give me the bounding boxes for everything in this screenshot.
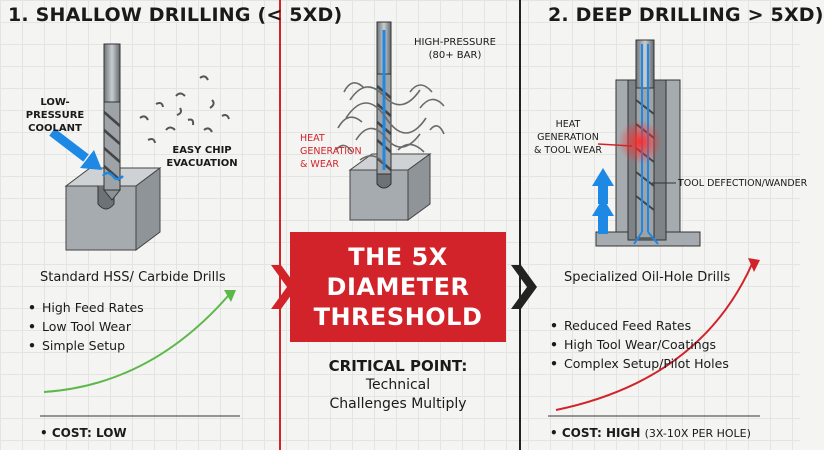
threshold-line-2: DIAMETER	[326, 273, 470, 301]
coolant-label: LOW-PRESSURE COOLANT	[14, 96, 96, 135]
left-drill-type: Standard HSS/ Carbide Drills	[40, 270, 226, 285]
threshold-line-3: THRESHOLD	[313, 303, 483, 331]
chip-evacuation-label: EASY CHIP EVACUATION	[160, 144, 244, 170]
center-heat-line-1: HEAT GENERATION	[300, 133, 362, 157]
right-heat-line-2: & TOOL WEAR	[534, 145, 602, 156]
chip-label-line-2: EVACUATION	[166, 158, 238, 169]
left-chips	[139, 75, 230, 144]
left-bullet-list: High Feed Rates Low Tool Wear Simple Set…	[28, 298, 144, 355]
right-heat-label: HEAT GENERATION & TOOL WEAR	[526, 118, 610, 157]
list-item: Low Tool Wear	[28, 317, 144, 336]
list-item: Simple Setup	[28, 336, 144, 355]
right-heat-pointer	[597, 143, 633, 147]
divider-right-chevron	[511, 265, 537, 309]
pressure-label: HIGH-PRESSURE (80+ BAR)	[408, 36, 502, 62]
list-item: Complex Setup/Pilot Holes	[550, 354, 729, 373]
threshold-banner: THE 5X DIAMETER THRESHOLD	[290, 232, 506, 342]
list-item: High Feed Rates	[28, 298, 144, 317]
left-coolant-arrow	[49, 128, 124, 181]
right-cost: • COST: HIGH (3X-10X PER HOLE)	[550, 426, 751, 440]
coolant-label-line-1: LOW-PRESSURE	[25, 97, 85, 121]
left-cost-text: COST: LOW	[51, 426, 127, 440]
right-cost-extra: (3X-10X PER HOLE)	[644, 427, 751, 440]
right-bullet-list: Reduced Feed Rates High Tool Wear/Coatin…	[550, 316, 729, 373]
right-heat-line-1: HEAT GENERATION	[537, 119, 599, 143]
center-chip-tangle	[335, 82, 445, 165]
center-heat-label: HEAT GENERATION & WEAR	[300, 132, 380, 171]
left-cost: • COST: LOW	[40, 426, 127, 440]
right-drill-type: Specialized Oil-Hole Drills	[564, 270, 731, 285]
threshold-line-1: THE 5X	[348, 243, 448, 271]
pressure-label-line-2: (80+ BAR)	[428, 50, 482, 61]
list-item: High Tool Wear/Coatings	[550, 335, 729, 354]
illustrations	[40, 0, 760, 450]
right-panel-title: 2. DEEP DRILLING > 5XD)	[548, 4, 824, 26]
coolant-label-line-2: COOLANT	[28, 123, 82, 134]
left-drill	[102, 43, 122, 201]
right-cost-text: COST: HIGH	[561, 426, 641, 440]
pressure-label-line-1: HIGH-PRESSURE	[414, 37, 496, 48]
left-panel-title: 1. SHALLOW DRILLING (< 5XD)	[8, 4, 343, 26]
right-heat-glow	[618, 120, 662, 164]
right-coolant-up-arrows	[592, 168, 614, 234]
deflection-label: TOOL DEFECTION/WANDER	[678, 178, 808, 189]
chip-label-line-1: EASY CHIP	[172, 145, 232, 156]
list-item: Reduced Feed Rates	[550, 316, 729, 335]
critical-point-title: CRITICAL POINT:	[328, 357, 468, 375]
critical-point-line-2: Challenges Multiply	[329, 396, 467, 412]
critical-point-block: CRITICAL POINT: Technical Challenges Mul…	[290, 356, 506, 414]
center-heat-line-2: & WEAR	[300, 159, 339, 170]
critical-point-line-1: Technical	[365, 377, 431, 393]
left-green-trend-arrow	[43, 290, 236, 393]
